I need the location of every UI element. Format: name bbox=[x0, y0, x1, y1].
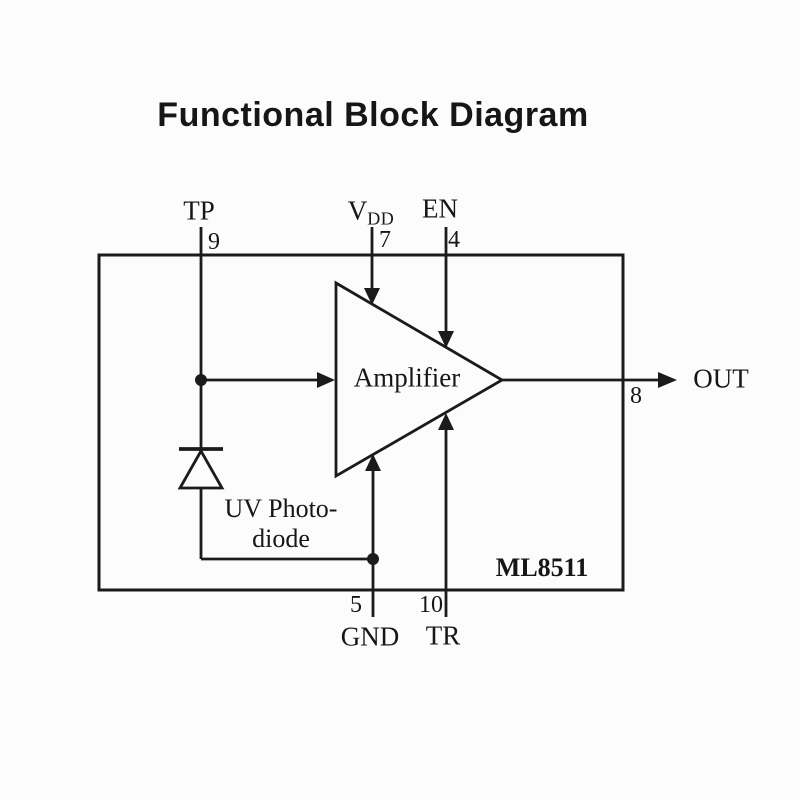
page-title: Functional Block Diagram bbox=[157, 96, 589, 134]
vdd-arrowhead bbox=[364, 288, 380, 305]
gnd-pin-number: 5 bbox=[350, 592, 362, 618]
amplifier-triangle bbox=[334, 280, 505, 479]
gnd-pin-label: GND bbox=[340, 621, 400, 652]
photodiode-label-line2: diode bbox=[252, 524, 310, 553]
en-arrowhead bbox=[438, 331, 454, 348]
tp-pin-label: TP bbox=[183, 195, 215, 226]
vdd-label-main: V bbox=[347, 195, 368, 226]
photodiode-symbol bbox=[177, 447, 225, 559]
out-pin-number: 8 bbox=[630, 383, 642, 409]
chip-boundary-box bbox=[97, 253, 625, 592]
tr-pin-label: TR bbox=[425, 620, 461, 651]
vdd-pin-label: VDD bbox=[347, 195, 395, 228]
vdd-label-subscript: DD bbox=[367, 208, 395, 229]
amplifier-input-arrowhead bbox=[317, 372, 335, 388]
gnd-arrowhead bbox=[365, 454, 381, 471]
chip-name-label: ML8511 bbox=[495, 553, 589, 582]
photodiode-anode-triangle bbox=[177, 448, 225, 490]
en-pin-number: 4 bbox=[448, 227, 460, 253]
out-arrowhead bbox=[658, 372, 677, 388]
tr-arrowhead bbox=[438, 413, 454, 430]
amplifier-label: Amplifier bbox=[353, 362, 461, 393]
tp-pin-number: 9 bbox=[208, 229, 220, 255]
photodiode-label-line1: UV Photo- bbox=[224, 494, 338, 523]
en-pin-label: EN bbox=[422, 193, 458, 224]
tr-pin-number: 10 bbox=[419, 592, 443, 618]
photodiode-label: UV Photo- diode bbox=[225, 494, 338, 554]
vdd-pin-number: 7 bbox=[379, 227, 391, 253]
out-pin-label: OUT bbox=[693, 363, 749, 394]
